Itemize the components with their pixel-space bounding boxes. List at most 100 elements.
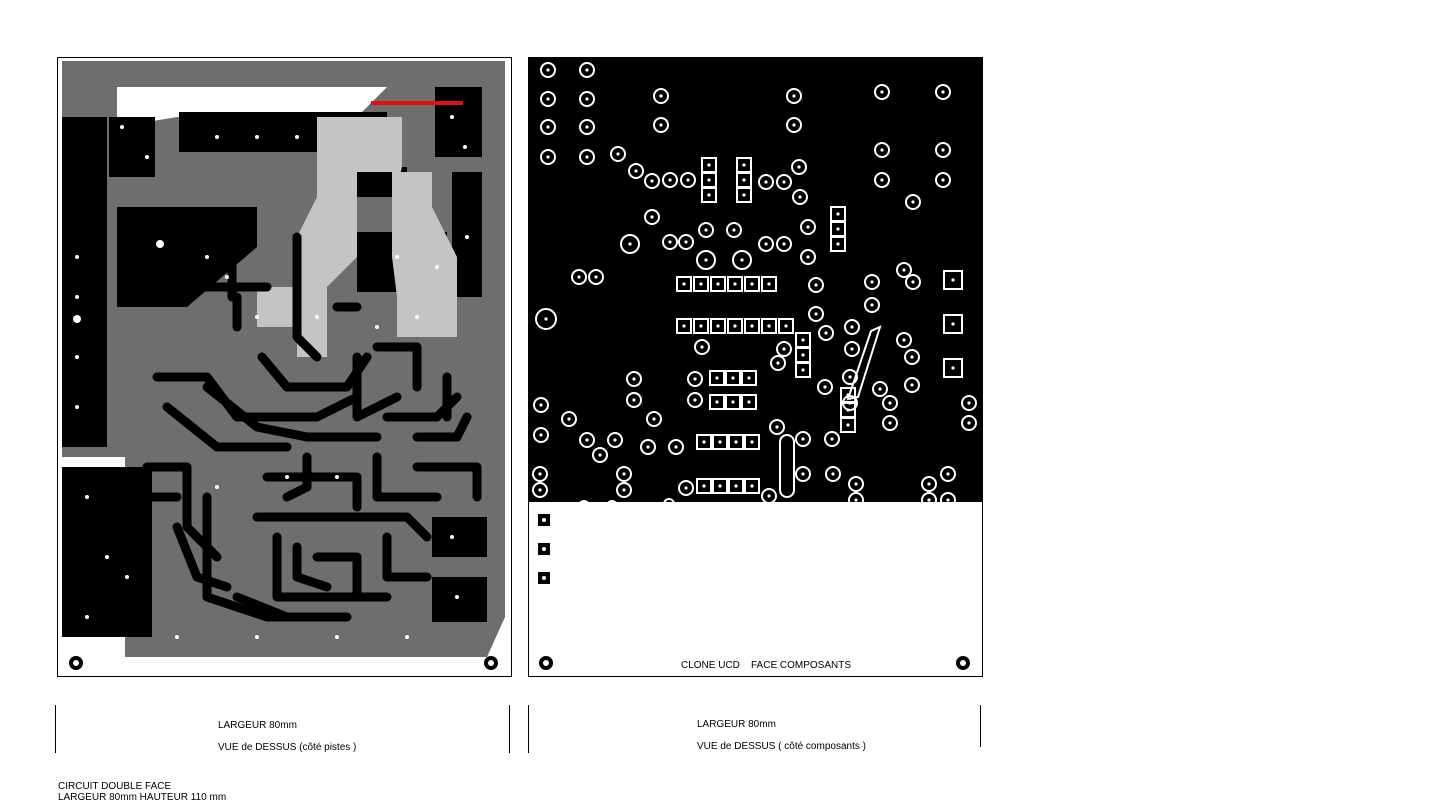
via-hole [946,498,950,502]
via-pad [864,274,880,290]
via-hole [622,472,626,476]
via-hole [613,438,617,442]
pad-hole [699,324,703,328]
via-pad [663,498,675,510]
via-pad [921,492,937,508]
via-hole [546,97,550,101]
via-hole [806,255,810,259]
via-pad [592,447,608,463]
pad-hole [699,282,703,286]
pad-hole [734,440,738,444]
via-pad [607,432,623,448]
via-pad [540,91,556,107]
square-pad [710,318,726,334]
square-pad [943,358,963,378]
via-hole [650,215,654,219]
square-pad [761,276,777,292]
footer-circuit-type: CIRCUIT DOUBLE FACE [58,781,172,792]
pad-hole [733,282,737,286]
via-pad [687,392,703,408]
via-hole [776,361,780,365]
via-pad [896,262,912,278]
square-pad [741,370,757,386]
via-hole [814,312,818,316]
via-pad [616,466,632,482]
via-hole [798,195,802,199]
via-hole [704,258,708,262]
via-hole [782,242,786,246]
right-view-label: VUE de DESSUS ( côté composants ) [697,741,866,752]
pad-hole [846,408,850,412]
right-width-label: LARGEUR 80mm [697,719,776,730]
pad-hole [801,368,805,372]
via-pad [874,172,890,188]
pad-hole [716,324,720,328]
via-hole [659,94,663,98]
via-hole [782,347,786,351]
square-pad [943,314,963,334]
square-pad [709,370,725,386]
via-hole [668,178,672,182]
via-pad [533,427,549,443]
via-pad [571,269,587,285]
via-hole [927,482,931,486]
via-hole [740,258,744,262]
square-pad [696,434,712,450]
via-hole [546,68,550,72]
via-hole [806,225,810,229]
dimension-line-left-end [509,705,510,753]
via-pad [732,250,752,270]
elongated-pad [779,434,795,498]
square-pad [725,394,741,410]
pad-hole [702,440,706,444]
via-pad [610,146,626,162]
via-hole [585,125,589,129]
via-pad [776,341,792,357]
via-pad [864,297,880,313]
via-pad [646,411,662,427]
footer-dimensions: LARGEUR 80mm HAUTEUR 110 mm [58,792,227,803]
via-pad [786,117,802,133]
via-hole [577,275,581,279]
via-hole [910,355,914,359]
via-pad [579,119,595,135]
via-pad [726,222,742,238]
via-pad [800,219,816,235]
via-pad [644,173,660,189]
via-hole [585,438,589,442]
via-hole [764,242,768,246]
via-pad [616,482,632,498]
square-pad [761,318,777,334]
via-pad [961,415,977,431]
pad-hole [836,212,840,216]
pad-hole [731,400,735,404]
via-pad [579,62,595,78]
via-hole [684,240,688,244]
via-pad [817,379,833,395]
square-pad [778,318,794,334]
via-pad [678,234,694,250]
via-pad [533,397,549,413]
pad-hole [707,163,711,167]
pad-hole [836,242,840,246]
pad-hole [846,423,850,427]
square-pad [943,270,963,290]
via-hole [646,445,650,449]
via-pad [808,277,824,293]
via-pad [792,189,808,205]
via-pad [620,234,640,254]
pad-hole [715,376,719,380]
via-hole [539,433,543,437]
square-pad [712,434,728,450]
via-pad [844,341,860,357]
pad-hole [718,484,722,488]
square-pad [744,276,760,292]
square-pad [744,478,760,494]
via-pad [579,91,595,107]
via-pad [800,249,816,265]
left-width-label: LARGEUR 80mm [218,720,297,731]
via-pad [874,84,890,100]
pad-hole [707,178,711,182]
via-hole [693,398,697,402]
via-pad [626,371,642,387]
